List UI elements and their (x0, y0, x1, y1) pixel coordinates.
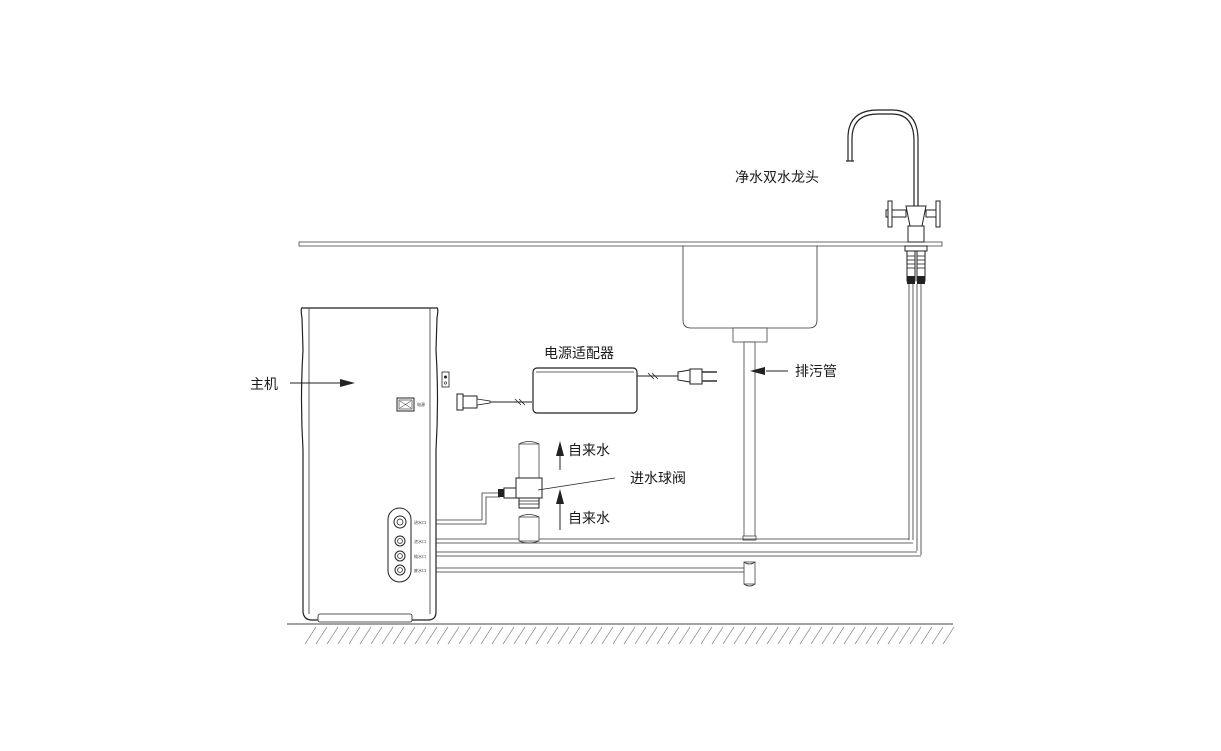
label-faucet: 净水双水龙头 (735, 170, 819, 186)
floor-hatch-line (458, 626, 471, 645)
floor-hatch-line (601, 626, 614, 645)
port-waste (394, 564, 406, 576)
floor-hatch-line (678, 626, 691, 645)
countertop (298, 241, 943, 247)
floor-hatch-line (502, 626, 515, 645)
callouts (290, 367, 788, 530)
floor-hatch-line (568, 626, 581, 645)
floor-hatch-line (469, 626, 482, 645)
floor-hatch-line (436, 626, 449, 645)
floor-hatch-line (425, 626, 438, 645)
inlet-ball-valve (498, 441, 543, 544)
purifier-main-unit: 电源 进水口 浓水口 纯水口 废水口 (300, 307, 450, 623)
floor-hatch-line (381, 626, 394, 645)
floor-hatch-line (887, 626, 900, 645)
floor-hatch-line (810, 626, 823, 645)
floor-hatch-line (535, 626, 548, 645)
floor-hatch-line (854, 626, 867, 645)
floor-hatch-line (480, 626, 493, 645)
sink-basin (682, 246, 818, 343)
floor-hatch-line (359, 626, 372, 645)
floor-hatch-line (315, 626, 328, 645)
floor-hatch-line (942, 626, 955, 645)
floor-hatch-line (799, 626, 812, 645)
floor-hatch-line (348, 626, 361, 645)
floor-hatch-line (491, 626, 504, 645)
floor-hatch-line (326, 626, 339, 645)
port-inlet (393, 515, 407, 529)
floor-hatch-line (777, 626, 790, 645)
floor-hatch-line (920, 626, 933, 645)
floor-hatch-line (722, 626, 735, 645)
floor-hatch-line (667, 626, 680, 645)
floor-hatch-line (832, 626, 845, 645)
floor-hatch-line (623, 626, 636, 645)
floor-hatch-line (579, 626, 592, 645)
floor-hatch-line (403, 626, 416, 645)
floor-hatch-line (766, 626, 779, 645)
floor-hatch-line (711, 626, 724, 645)
floor-hatch-line (788, 626, 801, 645)
floor-hatch-line (304, 626, 317, 645)
floor-hatch-line (843, 626, 856, 645)
dual-water-faucet (846, 109, 941, 284)
floor-hatch-line (909, 626, 922, 645)
floor-hatch-line (612, 626, 625, 645)
port-label: 浓水口 (414, 538, 426, 544)
floor-hatch-line (898, 626, 911, 645)
port-label: 废水口 (414, 567, 426, 573)
floor-hatch-line (414, 626, 427, 645)
floor-hatch-line (392, 626, 405, 645)
floor-hatch-line (370, 626, 383, 645)
label-main-unit: 主机 (250, 377, 278, 393)
tubing (409, 284, 922, 573)
floor-hatch-line (590, 626, 603, 645)
floor-hatch-line (689, 626, 702, 645)
floor-hatch-line (634, 626, 647, 645)
port-pure (394, 550, 406, 562)
floor-hatch-line (337, 626, 350, 645)
floor-hatch-line (513, 626, 526, 645)
floor (287, 623, 955, 645)
label-tap-water-upper: 自来水 (568, 443, 610, 459)
floor-hatch-line (821, 626, 834, 645)
label-drain-pipe: 排污管 (795, 364, 837, 380)
floor-hatch-line (865, 626, 878, 645)
power-adapter (456, 367, 717, 414)
floor-hatch-line (744, 626, 757, 645)
floor-hatch-line (733, 626, 746, 645)
port-concentrate (394, 535, 406, 547)
port-label: 进水口 (414, 519, 426, 525)
label-inlet-ball-valve: 进水球阀 (630, 471, 686, 487)
power-switch-label: 电源 (417, 401, 425, 407)
floor-hatch-line (656, 626, 669, 645)
floor-hatch-line (755, 626, 768, 645)
floor-hatch-line (876, 626, 889, 645)
floor-hatch-line (645, 626, 658, 645)
floor-hatch-line (447, 626, 460, 645)
label-tap-water-lower: 自来水 (568, 511, 610, 527)
floor-hatch-line (700, 626, 713, 645)
floor-hatch-line (557, 626, 570, 645)
floor-hatch-line (931, 626, 944, 645)
port-label: 纯水口 (414, 553, 426, 559)
floor-hatch-line (546, 626, 559, 645)
drain-pipe (742, 341, 757, 587)
label-power-adapter: 电源适配器 (544, 346, 614, 362)
floor-hatch-line (524, 626, 537, 645)
